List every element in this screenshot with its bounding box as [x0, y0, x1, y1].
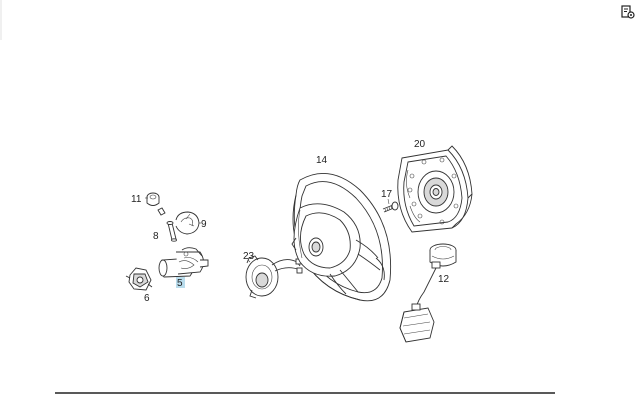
part-label-6[interactable]: 6 — [144, 293, 150, 304]
part-14-steering-wheel[interactable] — [291, 173, 392, 302]
left-edge-divider — [0, 0, 2, 40]
part-label-9[interactable]: 9 — [201, 219, 207, 230]
part-23-clock-spring[interactable] — [245, 255, 303, 299]
leader-23 — [247, 259, 251, 263]
leader-17 — [387, 198, 390, 205]
part-label-12[interactable]: 12 — [438, 274, 450, 285]
part-label-8[interactable]: 8 — [153, 231, 159, 242]
part-12-sensor-unit[interactable] — [399, 243, 457, 343]
part-6-housing[interactable] — [125, 267, 153, 291]
part-11-cap[interactable] — [146, 192, 160, 206]
part-label-23[interactable]: 23 — [243, 251, 255, 262]
part-label-20[interactable]: 20 — [414, 139, 426, 150]
part-5-lock-cylinder[interactable] — [158, 247, 209, 278]
part-label-11[interactable]: 11 — [131, 194, 142, 205]
part-label-5[interactable]: 5 — [177, 278, 183, 289]
part-17-screw[interactable] — [382, 201, 399, 213]
selected-part-highlight — [176, 277, 185, 288]
part-label-14[interactable]: 14 — [316, 155, 328, 166]
part-8-pin[interactable] — [157, 207, 177, 242]
part-20-airbag-module[interactable] — [397, 145, 473, 233]
part-label-17[interactable]: 17 — [381, 189, 393, 200]
part-9-clip[interactable] — [175, 211, 200, 235]
document-settings-icon[interactable] — [621, 5, 635, 19]
